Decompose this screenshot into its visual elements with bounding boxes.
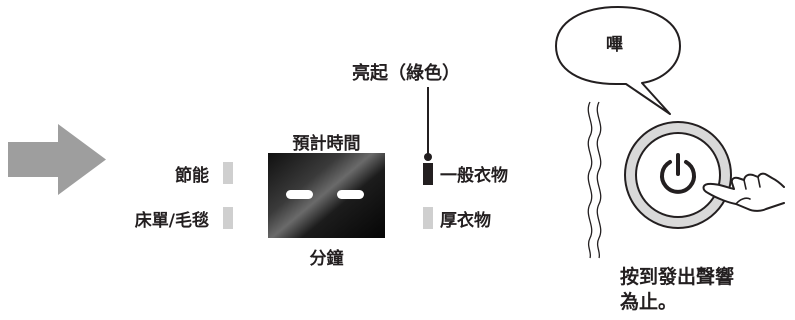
preset-time-label: 預計時間 xyxy=(292,134,361,154)
lit-green-label: 亮起（綠色） xyxy=(352,63,460,84)
vibration-lines-icon xyxy=(587,101,602,259)
thick-clothes-label: 厚衣物 xyxy=(440,211,491,231)
speech-bubble xyxy=(555,6,681,115)
power-button[interactable] xyxy=(624,121,732,229)
display-dash-right xyxy=(337,190,364,199)
minutes-label: 分鐘 xyxy=(309,249,344,269)
instruction-line-2: 為止。 xyxy=(620,291,678,313)
right-arrow-icon xyxy=(8,124,106,195)
pointing-hand-icon xyxy=(702,172,785,212)
time-display-panel xyxy=(268,153,385,238)
normal-clothes-indicator xyxy=(423,163,433,185)
callout-line xyxy=(427,87,429,155)
callout-dot xyxy=(423,153,432,161)
power-icon xyxy=(660,153,696,194)
bedding-blanket-indicator xyxy=(223,207,233,229)
instruction-line-1: 按到發出聲響 xyxy=(620,266,735,288)
energy-saving-indicator xyxy=(223,162,233,184)
display-dash-left xyxy=(286,190,313,199)
energy-saving-label: 節能 xyxy=(175,166,209,186)
normal-clothes-label: 一般衣物 xyxy=(440,166,508,186)
bedding-blanket-label: 床單/毛毯 xyxy=(134,211,209,231)
beep-text: 嗶 xyxy=(606,35,623,55)
thick-clothes-indicator xyxy=(423,207,433,229)
instruction-text: 按到發出聲響 為止。 xyxy=(620,265,734,315)
